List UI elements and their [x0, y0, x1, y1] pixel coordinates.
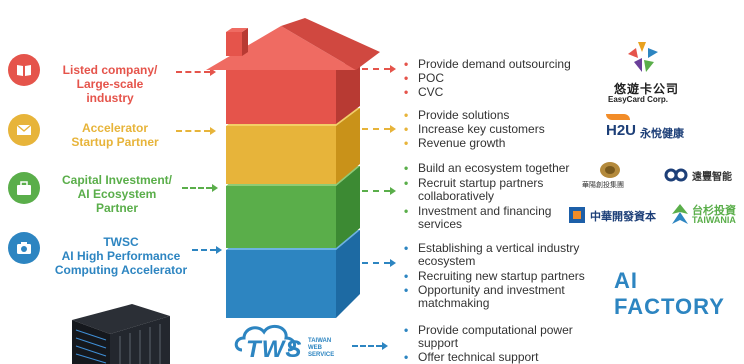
cdib-name: 中華開發資本 — [590, 211, 656, 223]
envelope-icon — [16, 124, 32, 135]
right-arrowhead-1 — [390, 65, 396, 73]
bullet-item: POC — [418, 71, 445, 85]
book-icon-circle — [8, 54, 40, 86]
bullet-item: Provide computational power support — [418, 323, 573, 350]
camera-icon-circle — [8, 232, 40, 264]
tws-cloud-icon — [234, 324, 296, 352]
tws-arrowhead — [382, 342, 388, 350]
bullet-item: Provide solutions — [418, 108, 510, 122]
book-icon — [17, 65, 31, 76]
right-arrow-4 — [362, 262, 390, 264]
camera-icon — [17, 242, 31, 254]
left-label-4: TWSC AI High Performance Computing Accel… — [54, 235, 188, 277]
arrow-3 — [182, 187, 212, 189]
right-arrowhead-3 — [390, 187, 396, 195]
bullet-item: CVC — [418, 85, 444, 99]
bullet-item: Recruit startup partners collaboratively — [418, 176, 544, 203]
arrowhead-4 — [216, 246, 222, 254]
right-arrowhead-2 — [390, 125, 396, 133]
h2u-name-cn: 永悅健康 — [640, 128, 684, 140]
h2u-logo: H2U — [606, 122, 637, 139]
h2u-swoosh — [606, 114, 630, 120]
envelope-icon-circle — [8, 114, 40, 146]
bullet-item: Provide demand outsourcing — [418, 57, 571, 71]
cdib-logo-icon — [569, 207, 585, 223]
right-arrow-3 — [362, 190, 390, 192]
easycard-name-cn: 悠遊卡公司 — [614, 82, 680, 96]
bullet-item: Establishing a vertical industry ecosyst… — [418, 241, 580, 268]
arrowhead-3 — [212, 184, 218, 192]
bullet-item: Recruiting new startup partners — [418, 269, 585, 283]
right-arrow-2 — [362, 128, 390, 130]
bullet-item: Offer technical support — [418, 350, 539, 364]
taiwania-name-cn: 台杉投資 — [692, 205, 736, 217]
left-label-3: Capital Investment/ AI Ecosystem Partner — [61, 173, 173, 215]
briefcase-icon — [17, 181, 31, 195]
tws-logo-text: TWS — [246, 336, 303, 363]
ai-factory-logo: AI FACTORY — [614, 268, 725, 319]
huayang-name: 華陽創投集團 — [582, 182, 624, 189]
arrowhead-1 — [210, 68, 216, 76]
tws-arrow — [352, 345, 382, 347]
yuanfeng-logo-icon — [664, 168, 688, 182]
yuanfeng-name: 遠豐智能 — [692, 172, 732, 183]
briefcase-icon-circle — [8, 172, 40, 204]
bullet-item: Build an ecosystem together — [418, 161, 570, 175]
arrowhead-2 — [210, 127, 216, 135]
bullet-item: Opportunity and investment matchmaking — [418, 283, 565, 310]
taiwania-logo-icon — [672, 204, 688, 224]
bullet-item: Increase key customers — [418, 122, 545, 136]
supercomputer-image — [72, 304, 170, 364]
huayang-logo-icon — [600, 162, 620, 178]
easycard-name-en: EasyCard Corp. — [608, 95, 669, 104]
house-stack-graphic — [206, 18, 380, 318]
easycard-logo-icon — [628, 42, 658, 72]
bullet-item: Revenue growth — [418, 136, 506, 150]
left-label-1: Listed company/ Large-scale industry — [62, 63, 158, 105]
arrow-1 — [176, 71, 210, 73]
arrow-4 — [192, 249, 216, 251]
left-label-2: Accelerator Startup Partner — [71, 121, 159, 149]
bullet-item: Investment and financing services — [418, 204, 552, 231]
tws-subtitle: TAIWAN WEB SERVICE — [308, 338, 335, 358]
taiwania-name-en: TAIWANIA — [692, 215, 736, 225]
arrow-2 — [176, 130, 210, 132]
right-arrow-1 — [362, 68, 390, 70]
right-arrowhead-4 — [390, 259, 396, 267]
